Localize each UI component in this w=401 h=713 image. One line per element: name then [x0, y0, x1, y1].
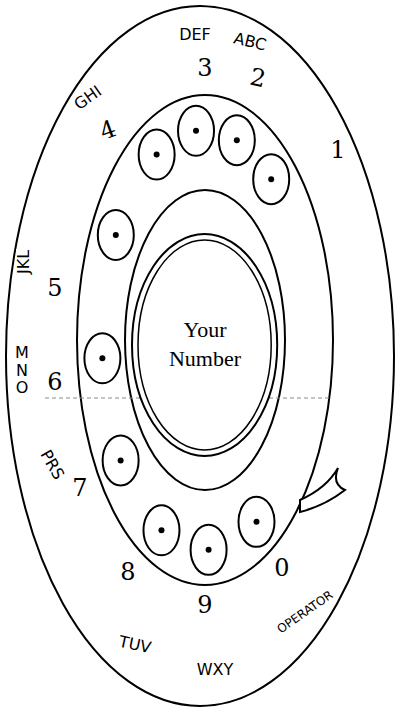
dial-digit: 3: [196, 56, 213, 80]
dial-digit: 9: [196, 593, 213, 617]
finger-hole: [191, 525, 227, 575]
hole-dot: [99, 355, 105, 361]
dial-digit: 7: [71, 476, 88, 500]
dial-digit: 5: [46, 276, 63, 300]
hole-dot: [113, 232, 119, 238]
dial-letters: JKL: [16, 249, 32, 275]
dial-letters: ABC: [231, 30, 269, 54]
operator-label: OPERATOR: [274, 588, 335, 636]
hole-outline: [239, 497, 275, 547]
hole-dot: [154, 152, 160, 158]
hole-dot: [193, 128, 199, 134]
hole-dot: [254, 519, 260, 525]
hole-outline: [84, 333, 120, 383]
hole-outline: [103, 435, 139, 485]
finger-hole: [98, 210, 134, 260]
dial-letters: MNO: [13, 344, 31, 397]
dial-digit: 2: [247, 64, 269, 91]
dial-digit: 4: [96, 116, 120, 144]
finger-hole: [178, 106, 214, 156]
dial-letters: DEF: [178, 27, 212, 43]
finger-hole: [103, 435, 139, 485]
dial-letters: GHI: [71, 83, 106, 114]
card-ring-outer: [132, 234, 277, 456]
hole-outline: [143, 505, 179, 555]
finger-hole: [139, 130, 175, 180]
dial-digit: 8: [119, 560, 136, 584]
finger-hole: [219, 115, 255, 165]
hole-dot: [158, 527, 164, 533]
hole-outline: [219, 115, 255, 165]
number-card-outline: [131, 233, 278, 457]
finger-hole: [239, 497, 275, 547]
dial-digit: 6: [46, 370, 63, 394]
hole-outline: [191, 525, 227, 575]
dial-letters: TUV: [116, 634, 153, 657]
finger-stop: [300, 468, 345, 512]
dial-letters: WXY: [196, 662, 235, 678]
hole-dot: [206, 547, 212, 553]
dial-digit: 1: [329, 138, 346, 162]
hole-outline: [139, 130, 175, 180]
hole-outline: [178, 106, 214, 156]
hole-dot: [268, 176, 274, 182]
hole-outline: [98, 210, 134, 260]
card-ring-inner: [138, 240, 271, 450]
finger-hole: [84, 333, 120, 383]
finger-holes: [84, 106, 289, 575]
dial-digit: 0: [273, 556, 290, 580]
number-card: Your Number: [131, 233, 278, 457]
hole-dot: [118, 457, 124, 463]
hole-dot: [234, 137, 240, 143]
dial-rim: [6, 6, 394, 706]
finger-wheel-inner: [125, 190, 285, 490]
finger-hole: [253, 154, 289, 204]
hole-outline: [253, 154, 289, 204]
dial-letters: PRS: [37, 447, 67, 484]
finger-wheel-outer: [77, 95, 333, 585]
number-text: Your Number: [157, 316, 253, 373]
finger-hole: [143, 505, 179, 555]
